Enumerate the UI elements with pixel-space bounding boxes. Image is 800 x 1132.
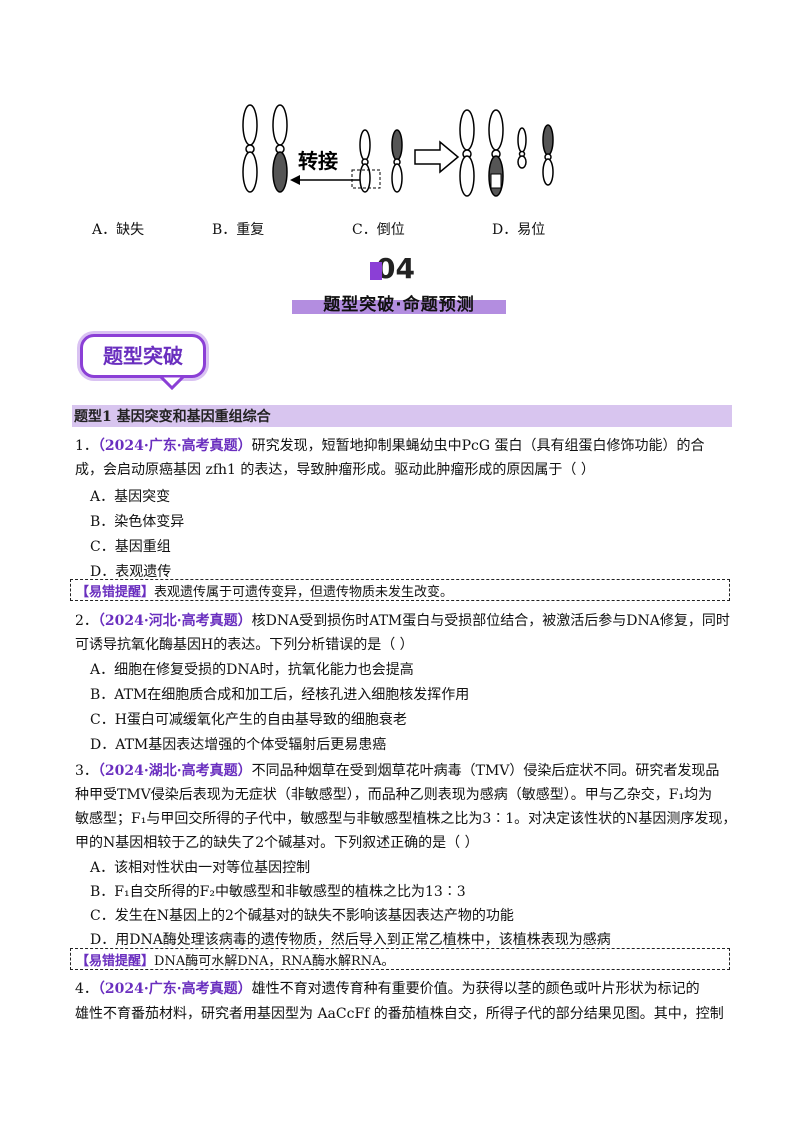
q4-number: 4．: [75, 981, 98, 997]
figure-option-c: C．倒位: [352, 222, 405, 238]
q3-tip-box: [70, 948, 730, 970]
q3-option-b: B．F₁自交所得的F₂中敏感型和非敏感型的植株之比为13∶3: [90, 884, 466, 900]
q2-option-d: D．ATM基因表达增强的个体受辐射后更易患癌: [90, 737, 387, 753]
q2-line-2: 可诱导抗氧化酶基因H的表达。下列分析错误的是（ ）: [75, 637, 414, 653]
q1-line-2: 成，会启动原癌基因 zfh1 的表达，导致肿瘤形成。驱动此肿瘤形成的原因属于（ …: [75, 462, 595, 478]
q1-option-b: B．染色体变异: [90, 514, 185, 530]
q3-line-3: 敏感型；F₁与甲回交所得的子代中，敏感型与非敏感型植株之比为3∶1。对决定该性状…: [75, 811, 737, 827]
chromosome-gray-right: [488, 109, 504, 197]
q3-option-c: C．发生在N基因上的2个碱基对的缺失不影响该基因表达产物的功能: [90, 908, 514, 924]
q3-line-1: 3．（2024·湖北·高考真题）不同品种烟草在受到烟草花叶病毒（TMV）侵染后症…: [75, 760, 719, 780]
chromosome-small-white-right: [517, 127, 527, 169]
chromosome-gray-left: [272, 104, 288, 193]
q3-tip-label: 【易错提醒】: [76, 954, 155, 969]
q1-option-d: D．表观遗传: [90, 564, 172, 580]
banner-bar: [292, 300, 506, 314]
transfer-label: 转接: [298, 149, 338, 173]
q3-option-a: A．该相对性状由一对等位基因控制: [90, 860, 311, 876]
figure-option-a: A．缺失: [92, 222, 145, 238]
q3-option-d: D．用DNA酶处理该病毒的遗传物质，然后导入到正常乙植株中，该植株表现为感病: [90, 932, 611, 948]
q3-line-2: 种甲受TMV侵染后表现为无症状（非敏感型），而品种乙则表现为感病（敏感型）。甲与…: [75, 787, 713, 803]
q3-tip-text: DNA酶可水解DNA，RNA酶水解RNA。: [154, 954, 395, 969]
q3-line-4: 甲的N基因相较于乙的缺失了2个碱基对。下列叙述正确的是（ ）: [75, 835, 479, 851]
chromosome-white-left: [242, 104, 258, 193]
q2-option-a: A．细胞在修复受损的DNA时，抗氧化能力也会提高: [90, 662, 414, 678]
q2-line-1: 2．（2024·河北·高考真题）核DNA受到损伤时ATM蛋白与受损部位结合，被激…: [75, 610, 730, 630]
q3-number: 3．: [75, 763, 98, 779]
banner-title: 题型突破·命题预测: [323, 295, 475, 315]
q1-text-1: 研究发现，短暂地抑制果蝇幼虫中PcG 蛋白（具有组蛋白修饰功能）的合: [251, 438, 705, 454]
figure-option-d: D．易位: [492, 222, 546, 238]
q2-number: 2．: [75, 613, 98, 629]
q3-source: （2024·湖北·高考真题）: [97, 763, 252, 779]
section-title: 题型1 基因突变和基因重组综合: [74, 409, 271, 425]
chromosome-small-gray: [391, 129, 403, 193]
q2-option-b: B．ATM在细胞质合成和加工后，经核孔进入细胞核发挥作用: [90, 687, 470, 703]
q1-source: （2024·广东·高考真题）: [97, 438, 252, 454]
section-header: 题型1 基因突变和基因重组综合: [72, 405, 732, 427]
q1-tip-label: 【易错提醒】: [76, 585, 155, 600]
chromosome-translocation-figure: 转接: [242, 104, 554, 197]
q2-option-c: C．H蛋白可减缓氧化产生的自由基导致的细胞衰老: [90, 712, 407, 728]
banner-accent: [370, 262, 382, 280]
q1-tip-box: [70, 579, 730, 601]
q3-text-1: 不同品种烟草在受到烟草花叶病毒（TMV）侵染后症状不同。研究者发现品: [251, 763, 720, 779]
q4-source: （2024·广东·高考真题）: [97, 981, 252, 997]
tag-pointer-icon: [160, 376, 184, 390]
q1-option-c: C．基因重组: [90, 539, 171, 555]
chromosome-white-right: [459, 109, 475, 197]
q4-line-2: 雄性不育番茄材料，研究者用基因型为 AaCcFf 的番茄植株自交，所得子代的部分…: [75, 1006, 724, 1022]
banner-number: 04: [376, 252, 415, 285]
q1-number: 1．: [75, 438, 98, 454]
q1-tip: 【易错提醒】表观遗传属于可遗传变异，但遗传物质未发生改变。: [76, 581, 453, 600]
q4-line-1: 4．（2024·广东·高考真题）雄性不育对遗传育种有重要价值。为获得以茎的颜色或…: [75, 978, 700, 998]
q4-text-1: 雄性不育对遗传育种有重要价值。为获得以茎的颜色或叶片形状为标记的: [251, 981, 700, 997]
chromosome-small-gray-right: [542, 124, 554, 186]
q3-tip: 【易错提醒】DNA酶可水解DNA，RNA酶水解RNA。: [76, 950, 395, 969]
result-arrow-icon: [414, 140, 460, 174]
q2-text-1: 核DNA受到损伤时ATM蛋白与受损部位结合，被激活后参与DNA修复，同时: [251, 613, 730, 629]
figure-option-b: B．重复: [212, 222, 265, 238]
q1-tip-text: 表观遗传属于可遗传变异，但遗传物质未发生改变。: [154, 585, 454, 600]
q1-line-1: 1．（2024·广东·高考真题）研究发现，短暂地抑制果蝇幼虫中PcG 蛋白（具有…: [75, 435, 705, 455]
tag-label: 题型突破: [103, 344, 183, 368]
tag-badge: 题型突破: [80, 334, 206, 378]
chromosome-small-white: [351, 129, 381, 193]
q1-option-a: A．基因突变: [90, 489, 171, 505]
q2-source: （2024·河北·高考真题）: [97, 613, 252, 629]
